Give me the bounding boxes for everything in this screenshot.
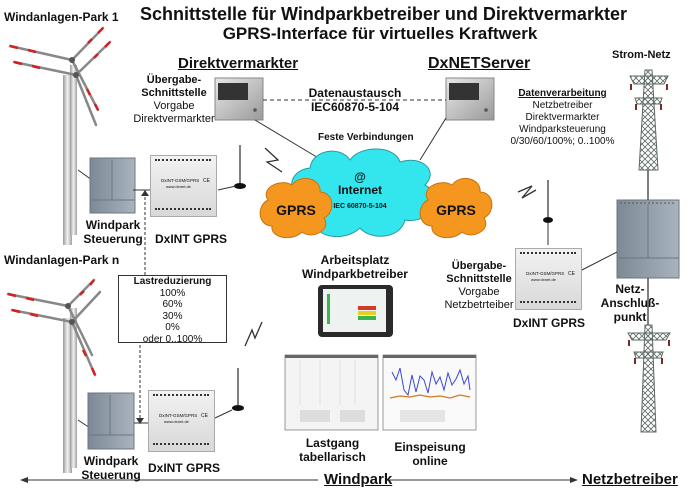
data-exchange-label: Datenaustausch xyxy=(308,86,402,100)
strom-netz-label: Strom-Netz xyxy=(612,49,671,61)
gprs-right-label: GPRS xyxy=(436,202,476,218)
dxint-gprs-label: DxINT GPRS xyxy=(148,461,221,475)
server-icon xyxy=(445,77,495,121)
fixed-link xyxy=(419,117,447,161)
radio-link-icon xyxy=(264,147,283,173)
device-url: www.dxnet.de xyxy=(164,419,189,424)
load-reduction-box: Lastreduzierung 100% 60% 30% 0% oder 0..… xyxy=(118,275,227,345)
direktvermarkter-heading: Direktvermarkter xyxy=(178,55,299,72)
interface-label: Schnittstelle xyxy=(446,273,512,285)
device-brand: DxINT-GSM/GPRS xyxy=(161,178,200,183)
power-pylon-icon xyxy=(629,69,669,200)
windpark-n-label: Windanlagen-Park n xyxy=(4,253,120,267)
dxint-gprs-label: DxINT GPRS xyxy=(155,232,228,246)
load-profile-table-screenshot xyxy=(284,354,379,431)
ce-mark: CE xyxy=(203,178,210,184)
cabinet-icon xyxy=(87,392,135,450)
load-profile-label: tabellarisch xyxy=(299,450,366,464)
load-reduction-title: Lastreduzierung xyxy=(133,276,212,287)
interface-label: Vorgabe xyxy=(458,286,500,298)
grid-connection-label: punkt xyxy=(613,310,647,324)
server-icon xyxy=(214,77,264,121)
page-title: Schnittstelle für Windparkbetreiber und … xyxy=(140,4,627,24)
fixed-connections-label: Feste Verbindungen xyxy=(318,132,414,143)
cabinet-icon xyxy=(89,157,136,214)
interface-label: Schnittstelle xyxy=(141,87,207,99)
device-url: www.dxnet.de xyxy=(531,277,556,282)
windpark-control-label: Windpark xyxy=(85,218,141,232)
load-reduction-value: oder 0..100% xyxy=(142,333,203,345)
windpark-control-label: Steuerung xyxy=(83,232,143,246)
dxint-gprs-device: DxINT-GSM/GPRS www.dxnet.de CE xyxy=(150,155,217,217)
load-reduction-value: 30% xyxy=(162,310,183,322)
device-url: www.dxnet.de xyxy=(166,184,191,189)
power-pylon-icon xyxy=(627,278,671,433)
load-reduction-value: 0% xyxy=(165,322,180,333)
data-processing-item: Direktvermarkter xyxy=(525,112,600,123)
antenna-icon xyxy=(543,180,553,245)
antenna-icon xyxy=(217,145,246,191)
workstation-label: Windparkbetreiber xyxy=(302,267,408,281)
windpark-1-label: Windanlagen-Park 1 xyxy=(4,10,119,24)
feed-in-label: online xyxy=(412,454,448,468)
radio-link-icon xyxy=(244,321,263,347)
interface-label: Übergabe- xyxy=(451,260,507,272)
dxnetserver-heading: DxNETServer xyxy=(428,55,531,72)
feed-in-chart-screenshot xyxy=(382,354,477,431)
tablet-icon xyxy=(318,285,393,337)
data-processing-item: Windparksteuerung xyxy=(519,124,606,135)
grid-connection-label: Anschluß- xyxy=(600,296,660,310)
device-brand: DxINT-GSM/GPRS xyxy=(159,413,198,418)
fixed-link xyxy=(254,119,326,163)
ce-mark: CE xyxy=(201,413,208,419)
page-subtitle: GPRS-Interface für virtuelles Kraftwerk xyxy=(222,24,538,43)
data-processing-title: Datenverarbeitung xyxy=(518,88,607,99)
data-processing-item: Netzbetreiber xyxy=(532,100,593,111)
interface-label: Übergabe- xyxy=(146,74,202,86)
dxint-gprs-label: DxINT GPRS xyxy=(513,316,586,330)
data-exchange-protocol: IEC60870-5-104 xyxy=(310,100,400,114)
antenna-icon xyxy=(214,368,244,419)
at-icon: @ xyxy=(354,170,366,184)
windpark-side-label: Windpark xyxy=(324,471,393,488)
windpark-control-label: Windpark xyxy=(83,454,139,468)
gprs-cloud-icon xyxy=(259,177,333,239)
wind-turbine-icon xyxy=(8,26,112,245)
gprs-cloud-icon xyxy=(419,177,493,239)
grid-connection-cabinet-icon xyxy=(616,199,680,279)
netzbetreiber-side-label: Netzbetreiber xyxy=(582,471,678,488)
workstation-label: Arbeitsplatz xyxy=(320,253,390,267)
internet-label: Internet xyxy=(337,183,382,197)
data-processing-item: 0/30/60/100%; 0..100% xyxy=(510,136,615,147)
internet-protocol-label: IEC 60870-5-104 xyxy=(333,203,387,210)
load-reduction-value: 60% xyxy=(162,299,183,310)
ce-mark: CE xyxy=(568,271,575,277)
load-profile-label: Lastgang xyxy=(305,436,360,450)
feed-in-label: Einspeisung xyxy=(394,440,466,454)
dxint-gprs-device: DxINT-GSM/GPRS www.dxnet.de CE xyxy=(148,390,215,452)
gprs-left-label: GPRS xyxy=(276,202,316,218)
windpark-control-label: Steuerung xyxy=(81,468,141,482)
interface-label: Netzbetrteiber xyxy=(444,299,514,311)
interface-label: Direktvermarkter xyxy=(133,113,215,125)
interface-label: Vorgabe xyxy=(153,100,195,112)
radio-link-icon xyxy=(517,185,537,199)
load-reduction-value: 100% xyxy=(159,287,186,299)
dxint-gprs-device: DxINT-GSM/GPRS www.dxnet.de CE xyxy=(515,248,582,310)
grid-connection-label: Netz- xyxy=(615,282,645,296)
wind-turbine-icon xyxy=(6,278,102,473)
device-brand: DxINT-GSM/GPRS xyxy=(526,271,565,276)
